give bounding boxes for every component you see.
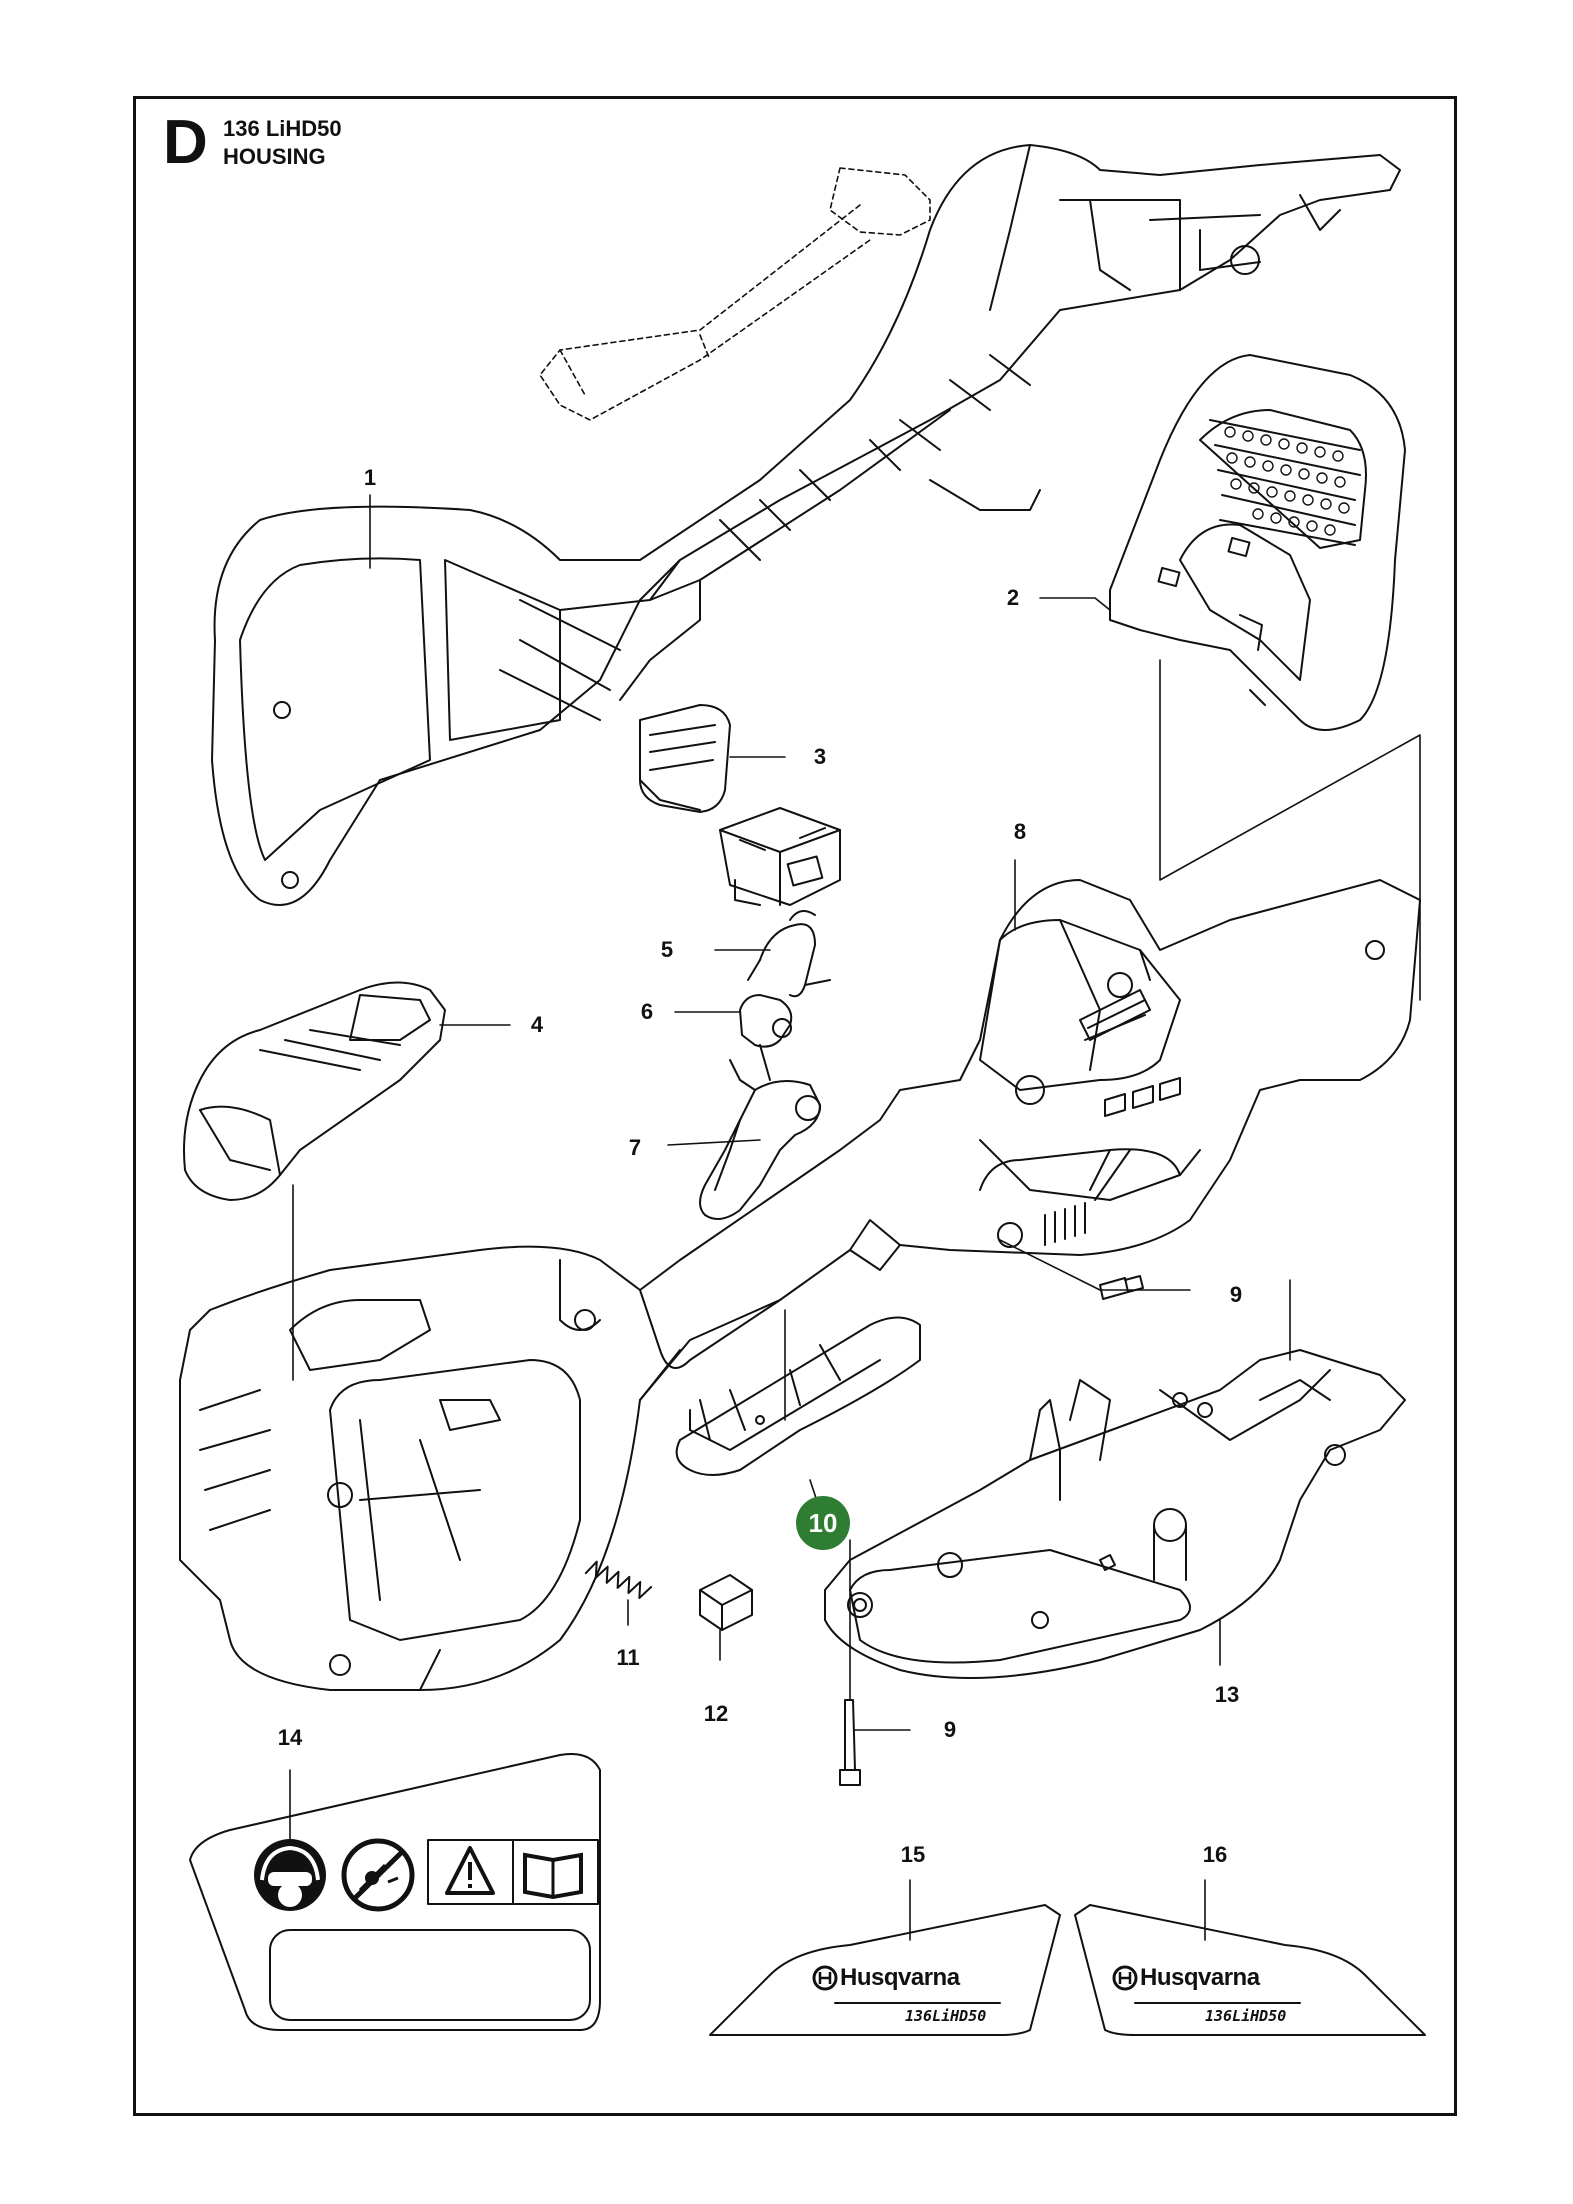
- leader-lines: [289, 494, 1291, 1941]
- section-model: 136 LiHD50: [223, 116, 342, 141]
- callout-14: 14: [277, 1725, 303, 1750]
- part-14-safety-decal: [189, 1753, 601, 2031]
- callout-9-lower: 9: [943, 1717, 957, 1742]
- decal-15-brand: Husqvarna: [840, 1964, 960, 1991]
- callout-16: 16: [1202, 1842, 1228, 1867]
- part-2-rear-cap: [1109, 354, 1406, 731]
- part-3-lock-button: [639, 704, 731, 813]
- part-4-front-cover: [183, 981, 446, 1201]
- decal-15-model: 136LiHD50: [905, 2007, 987, 2025]
- warning-triangle-icon: [445, 1846, 495, 1895]
- callout-11: 11: [616, 1645, 640, 1670]
- part-12-button: [699, 1574, 753, 1631]
- callout-1: 1: [363, 465, 377, 490]
- decal-16-model: 136LiHD50: [1205, 2007, 1287, 2025]
- part-13-bottom-cover: [824, 1349, 1406, 1679]
- part-7-trigger: [699, 1059, 821, 1220]
- grille-holes: [1224, 426, 1350, 536]
- callout-9-upper: 9: [1229, 1282, 1243, 1307]
- callout-10-highlighted: 10: [796, 1496, 850, 1550]
- section-title: HOUSING: [223, 144, 326, 169]
- callout-8: 8: [1013, 819, 1027, 844]
- callout-7: 7: [628, 1135, 642, 1160]
- no-bystanders-icon: [341, 1838, 415, 1912]
- ear-eye-protection-icon: [254, 1839, 326, 1911]
- callout-5: 5: [660, 937, 674, 962]
- part-8-housing-right: [179, 879, 1421, 1691]
- callout-12: 12: [703, 1701, 729, 1726]
- part-1-housing-left: [211, 144, 1401, 906]
- diagram-frame: [133, 96, 1457, 2116]
- husqvarna-logo-icon: [812, 1965, 1138, 1991]
- switch-block: [719, 807, 841, 906]
- callout-6: 6: [640, 999, 654, 1024]
- part-16-brand-decal: [1074, 1904, 1426, 2036]
- callout-15: 15: [900, 1842, 926, 1867]
- part-10-inner-cover: [675, 1316, 921, 1476]
- callout-4: 4: [530, 1012, 544, 1037]
- section-letter: D: [163, 108, 208, 177]
- read-manual-icon: [523, 1852, 583, 1900]
- callout-2: 2: [1006, 585, 1020, 610]
- part-lever-dashed: [539, 167, 931, 421]
- callout-13: 13: [1214, 1682, 1240, 1707]
- part-6-lever: [739, 994, 793, 1081]
- callout-3: 3: [813, 744, 827, 769]
- part-15-brand-decal: [709, 1904, 1061, 2036]
- part-5-spring: [747, 910, 831, 998]
- part-11-spring: [584, 1560, 653, 1600]
- decal-16-brand: Husqvarna: [1140, 1964, 1260, 1991]
